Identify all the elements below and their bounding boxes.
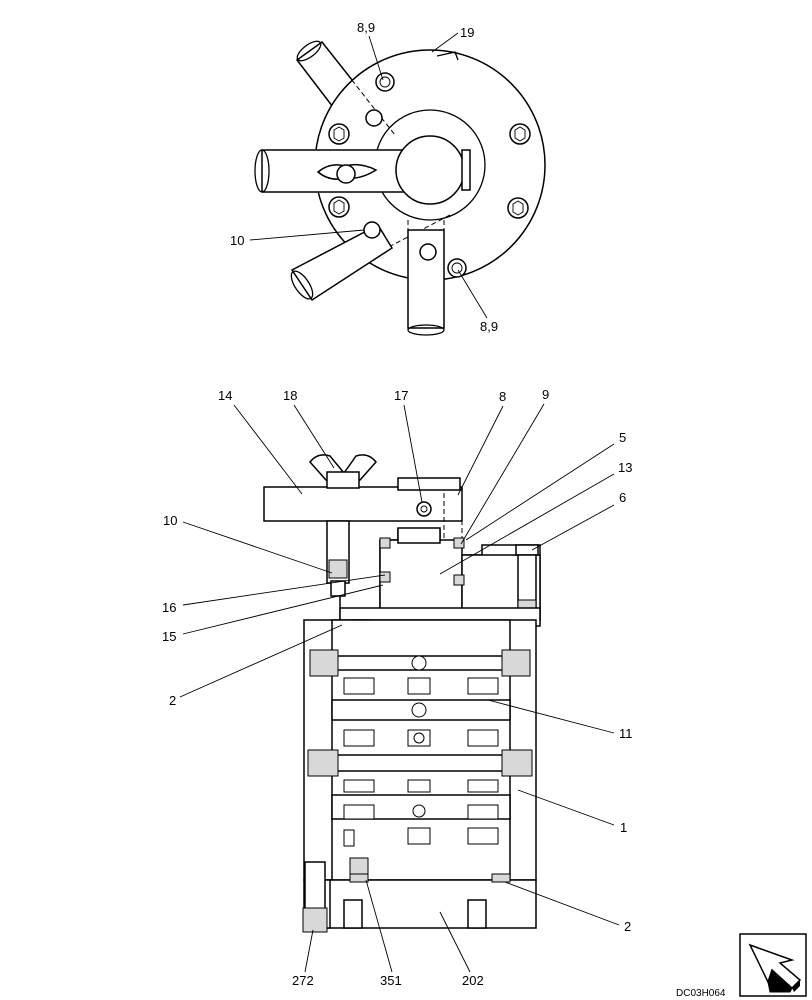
- callout-18: 18: [283, 388, 335, 469]
- svg-text:8: 8: [499, 389, 506, 404]
- figure-code: DC03H064: [676, 988, 726, 999]
- svg-text:1: 1: [620, 820, 627, 835]
- stud-left-10: [326, 520, 350, 597]
- side-view: 14 18 17 8 9 5 13 6: [162, 387, 633, 988]
- svg-text:17: 17: [394, 388, 408, 403]
- svg-text:18: 18: [283, 388, 297, 403]
- svg-text:351: 351: [380, 973, 402, 988]
- svg-text:5: 5: [619, 430, 626, 445]
- bolt-272: [302, 861, 328, 933]
- svg-text:9: 9: [542, 387, 549, 402]
- wing-nut: [309, 454, 377, 489]
- callout-17: 17: [394, 388, 423, 503]
- diagonal-rod-lower: [290, 224, 394, 302]
- callout-top-8-9-lower: 8,9: [457, 269, 498, 334]
- callout-14: 14: [218, 388, 303, 495]
- svg-text:272: 272: [292, 973, 314, 988]
- arrow-corner-icon: [739, 933, 807, 997]
- svg-text:11: 11: [619, 726, 633, 741]
- callout-top-10: 10: [230, 229, 365, 248]
- svg-text:6: 6: [619, 490, 626, 505]
- svg-text:202: 202: [462, 973, 484, 988]
- base-block-202: [303, 873, 537, 929]
- callout-202: 202: [439, 911, 484, 988]
- svg-text:16: 16: [162, 600, 176, 615]
- flange-bolts: [328, 72, 531, 278]
- seal-13: [453, 537, 465, 586]
- callout-10: 10: [163, 513, 333, 574]
- callout-16: 16: [162, 574, 386, 615]
- set-screw-17: [416, 501, 432, 517]
- callout-272: 272: [292, 929, 314, 988]
- callout-6: 6: [531, 490, 626, 551]
- svg-text:15: 15: [162, 629, 176, 644]
- svg-text:19: 19: [460, 25, 474, 40]
- svg-text:14: 14: [218, 388, 232, 403]
- callout-2-upper: 2: [169, 624, 343, 708]
- svg-text:8,9: 8,9: [357, 20, 375, 35]
- callout-5: 5: [465, 430, 626, 541]
- callout-2-lower: 2: [504, 881, 631, 934]
- svg-text:2: 2: [624, 919, 631, 934]
- seal-16: [379, 537, 391, 583]
- top-view: 8,9 19 10 8,9: [230, 20, 546, 336]
- callout-9: 9: [460, 387, 549, 545]
- callout-11: 11: [487, 699, 633, 741]
- callout-351: 351: [365, 879, 402, 988]
- svg-text:10: 10: [230, 233, 244, 248]
- callout-13: 13: [439, 460, 632, 575]
- clamp-arm: [263, 477, 463, 522]
- svg-text:10: 10: [163, 513, 177, 528]
- svg-text:13: 13: [618, 460, 632, 475]
- main-body: [303, 619, 537, 881]
- callout-top-8-9-upper: 8,9: [357, 20, 384, 81]
- upper-body: [339, 521, 541, 621]
- svg-text:2: 2: [169, 693, 176, 708]
- side-bolts: [307, 649, 533, 777]
- svg-text:8,9: 8,9: [480, 319, 498, 334]
- callout-15: 15: [162, 584, 384, 644]
- wing-screw-top: [316, 163, 378, 184]
- central-boss: [395, 135, 465, 205]
- callout-8: 8: [457, 389, 506, 496]
- callout-top-19: 19: [431, 25, 474, 53]
- callout-1: 1: [517, 789, 627, 835]
